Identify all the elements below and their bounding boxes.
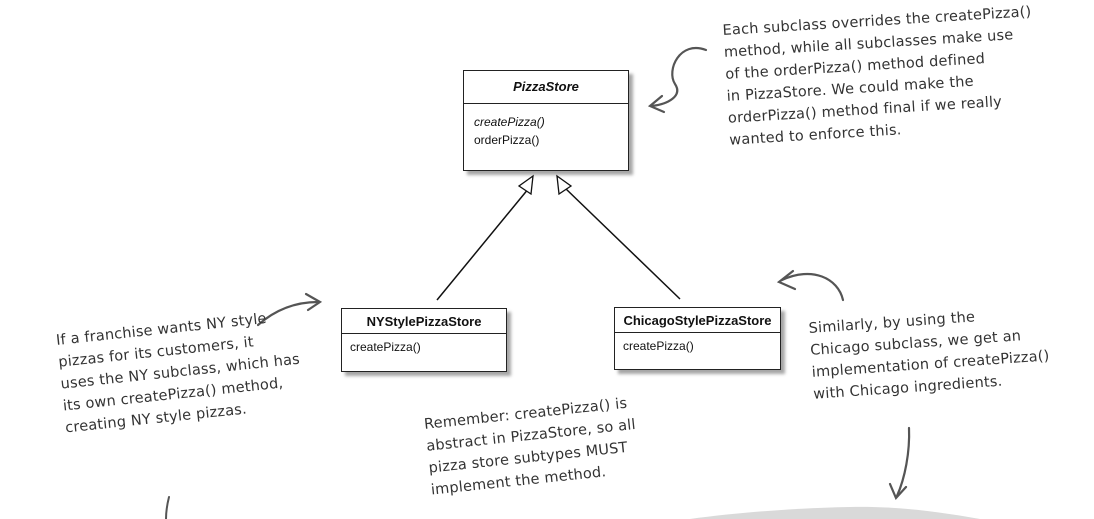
- class-name-chicago-store: ChicagoStylePizzaStore: [615, 308, 780, 333]
- arrowhead-top-right: [647, 94, 666, 114]
- class-chicago-style-pizza-store: ChicagoStylePizzaStore createPizza(): [614, 307, 781, 370]
- gray-shape: [690, 506, 980, 519]
- inheritance-line-ny: [436, 187, 530, 301]
- arrowhead-right-bottom: [888, 482, 908, 501]
- method-order-pizza: orderPizza(): [474, 133, 540, 147]
- method-create-pizza-ny: createPizza(): [350, 340, 421, 354]
- arrow-right-bottom: [895, 426, 911, 498]
- inheritance-triangle-ny: [517, 174, 534, 196]
- arrow-right-top: [780, 272, 845, 302]
- arrow-top-right: [650, 46, 708, 108]
- methods-pizza-store: createPizza() orderPizza(): [464, 104, 628, 158]
- class-name-pizza-store: PizzaStore: [464, 71, 628, 104]
- class-pizza-store: PizzaStore createPizza() orderPizza(): [463, 70, 629, 171]
- methods-ny-store: createPizza(): [342, 334, 506, 360]
- arrowhead-right-top: [776, 269, 797, 291]
- class-name-ny-store: NYStylePizzaStore: [342, 309, 506, 334]
- method-create-pizza-chicago: createPizza(): [623, 339, 694, 353]
- class-ny-style-pizza-store: NYStylePizzaStore createPizza(): [341, 308, 507, 372]
- arrow-left: [256, 300, 320, 327]
- arrowhead-left: [304, 292, 323, 312]
- inheritance-line-chicago: [564, 187, 681, 300]
- annotation-top-right: Each subclass overrides the createPizza(…: [722, 1, 1039, 152]
- pen-stroke-bottom-left: [165, 496, 170, 519]
- annotation-right: Similarly, by using the Chicago subclass…: [808, 301, 1052, 405]
- inheritance-triangle-chicago: [556, 174, 573, 196]
- methods-chicago-store: createPizza(): [615, 333, 780, 359]
- method-create-pizza: createPizza(): [474, 115, 545, 129]
